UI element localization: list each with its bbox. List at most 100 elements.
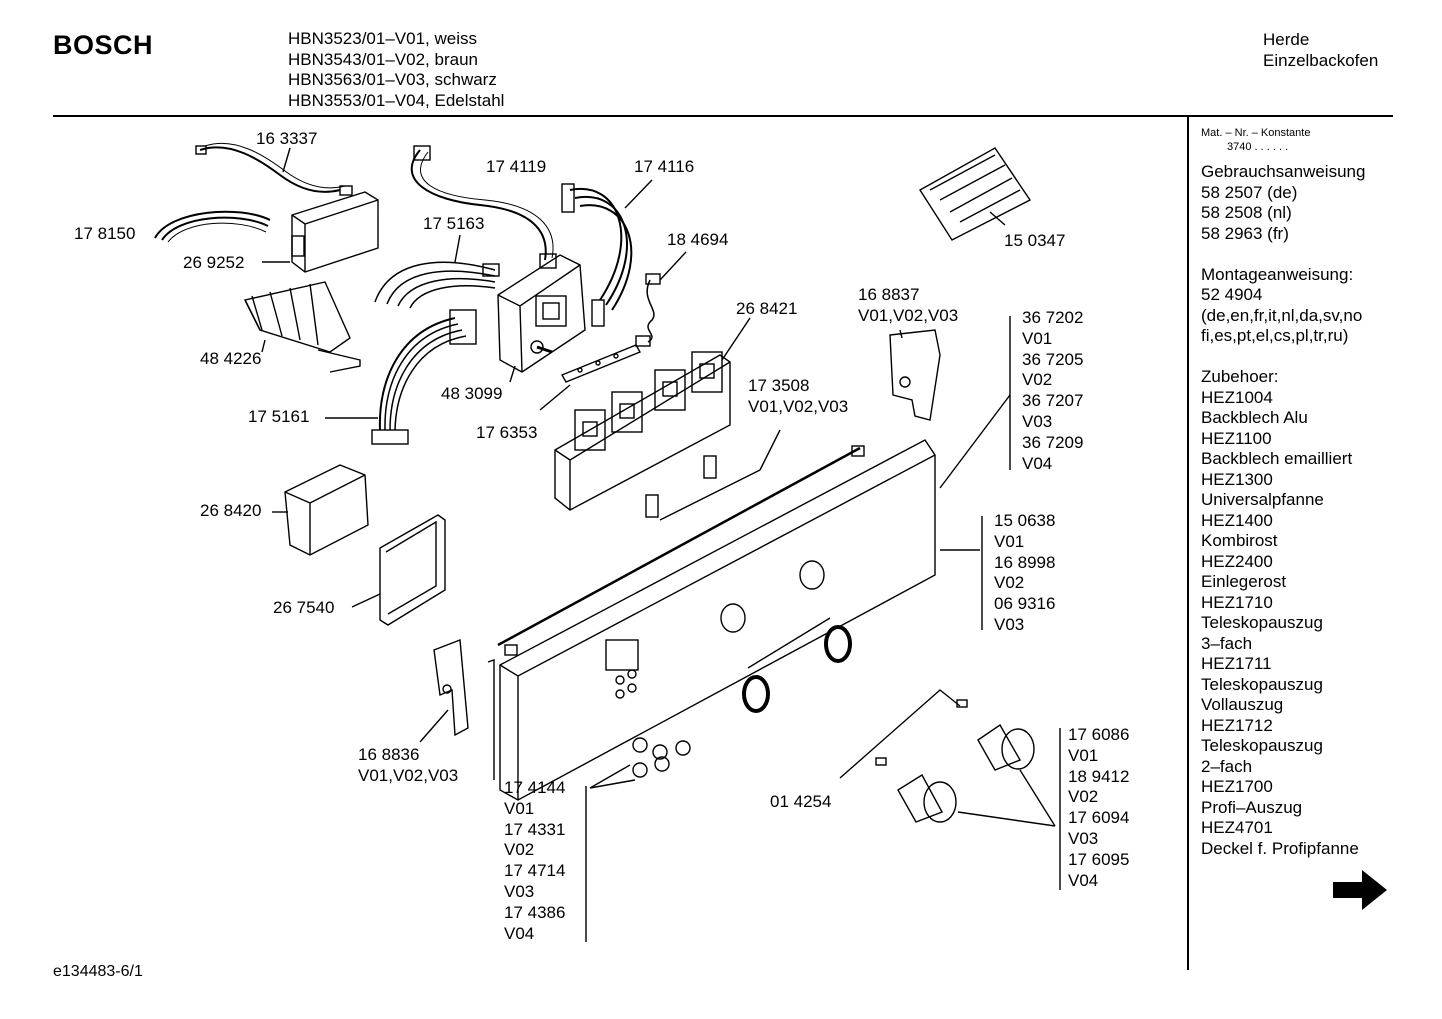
part-label: 48 3099 — [441, 384, 503, 403]
cable-part — [410, 149, 547, 261]
part-number: 16 8836 — [358, 745, 420, 764]
part-line: V03 — [504, 881, 535, 901]
part-line: V01 — [504, 798, 535, 818]
knob-part — [632, 737, 648, 753]
part-line: V04 — [1022, 453, 1053, 473]
zubehoer-item: HEZ1700 — [1201, 777, 1273, 796]
part-variant: V01,V02,V03 — [748, 396, 849, 416]
zubehoer-item: Teleskopauszug — [1201, 613, 1323, 632]
zubehoer-item: Vollauszug — [1201, 695, 1284, 714]
rotary-knob-part — [977, 723, 1022, 771]
bracket-part — [433, 639, 469, 737]
zubehoer-item: 2–fach — [1201, 756, 1253, 776]
model-line: HBN3523/01–V01, weiss — [288, 29, 478, 48]
part-label: 01 4254 — [770, 792, 832, 811]
part-line: 17 4386 — [504, 902, 566, 922]
zubehoer-item: Backblech Alu — [1201, 408, 1308, 427]
zubehoer-item: HEZ1400 — [1201, 510, 1273, 530]
bracket-part — [889, 329, 941, 421]
part-label: 17 5163 — [423, 214, 485, 233]
category-line: Einzelbackofen — [1263, 50, 1379, 70]
zubehoer-item: Einlegerost — [1201, 572, 1287, 591]
part-line: 17 4144 — [504, 778, 566, 797]
part-line: 16 8998 — [994, 552, 1056, 572]
mat-nr-value: 3740 . . . . . . — [1227, 141, 1289, 153]
part-label: 26 7540 — [273, 598, 335, 617]
part-line: 17 6095 — [1068, 849, 1130, 869]
frame-part — [379, 514, 446, 626]
zubehoer-item: HEZ1100 — [1201, 428, 1272, 448]
part-line: V01 — [1022, 328, 1053, 348]
part-label: 17 4119 — [486, 157, 547, 176]
zubehoer-item: Kombirost — [1201, 531, 1278, 550]
cable-part — [646, 279, 655, 343]
part-line: 36 7202 — [1022, 308, 1084, 327]
part-variant: V01,V02,V03 — [358, 765, 459, 785]
model-line: HBN3543/01–V02, braun — [288, 49, 478, 69]
part-line: V02 — [994, 573, 1025, 593]
part-label: 17 4116 — [634, 157, 695, 176]
part-label: 48 4226 — [200, 349, 262, 368]
control-module-part — [497, 254, 586, 373]
zubehoer-item: Backblech emailliert — [1201, 449, 1353, 468]
zubehoer-item: Teleskopauszug — [1201, 674, 1323, 694]
zubehoer-item: HEZ1300 — [1201, 469, 1273, 489]
clip-part — [645, 494, 659, 518]
part-line: V02 — [1068, 787, 1099, 807]
circuit-board-part — [291, 191, 379, 273]
part-line: V02 — [504, 840, 535, 860]
gebrauch-item: 58 2507 (de) — [1201, 182, 1298, 202]
montage-item: fi,es,pt,el,cs,pl,tr,ru) — [1201, 326, 1349, 345]
zubehoer-title: Zubehoer: — [1201, 367, 1279, 386]
montage-item: 52 4904 — [1201, 285, 1263, 304]
part-label: 17 8150 — [74, 224, 136, 243]
cable-part — [199, 146, 341, 193]
cable-part — [154, 210, 271, 239]
part-line: 17 4331 — [504, 819, 566, 839]
zubehoer-item: HEZ2400 — [1201, 551, 1273, 571]
part-label: 17 6353 — [476, 423, 538, 442]
gebrauch-item: 58 2508 (nl) — [1201, 203, 1292, 222]
zubehoer-item: HEZ4701 — [1201, 818, 1273, 837]
switch-assembly-part — [554, 354, 731, 511]
clip-part — [703, 455, 717, 479]
zubehoer-item: Universalpfanne — [1201, 490, 1324, 509]
zubehoer-item: Teleskopauszug — [1201, 736, 1323, 755]
part-line: V02 — [1022, 370, 1053, 390]
zubehoer-item: HEZ1712 — [1201, 715, 1273, 735]
part-label: 26 8420 — [200, 501, 262, 520]
part-line: 36 7209 — [1022, 432, 1084, 452]
part-line: 15 0638 — [994, 511, 1056, 530]
cable-part — [378, 317, 456, 431]
part-label: 17 3508 V01,V02,V03 — [748, 376, 848, 418]
part-variant: V01,V02,V03 — [858, 305, 959, 325]
part-line: V04 — [504, 923, 535, 943]
zubehoer-item: HEZ1711 — [1201, 654, 1272, 673]
category-line: Herde — [1263, 30, 1310, 49]
zubehoer-item: HEZ1004 — [1201, 387, 1273, 407]
screw-bag-part — [919, 147, 1032, 241]
zubehoer-item: 3–fach — [1201, 633, 1253, 653]
ring-part — [742, 675, 770, 713]
part-label: 26 8421 — [736, 299, 798, 318]
part-number: 16 8837 — [858, 285, 920, 304]
model-line: HBN3553/01–V04, Edelstahl — [288, 90, 505, 110]
part-line: V03 — [1068, 828, 1099, 848]
mat-nr-label: Mat. – Nr. – Konstante — [1201, 127, 1311, 139]
model-line: HBN3563/01–V03, schwarz — [288, 70, 497, 89]
rotary-knob-part — [897, 774, 943, 823]
document-id: e134483-6/1 — [53, 963, 143, 980]
control-panel-part — [499, 439, 936, 801]
ring-part — [824, 625, 852, 663]
part-label: 16 8837 V01,V02,V03 — [858, 285, 958, 327]
montage-title: Montageanweisung: — [1201, 264, 1354, 284]
part-line: V03 — [1022, 411, 1053, 431]
part-line: V03 — [994, 614, 1025, 634]
arrow-right-icon[interactable] — [1330, 866, 1390, 914]
part-line: V04 — [1068, 870, 1099, 890]
sidebar: Mat. – Nr. – Konstante 3740 . . . . . . … — [1201, 126, 1365, 859]
cable-part — [569, 187, 623, 301]
